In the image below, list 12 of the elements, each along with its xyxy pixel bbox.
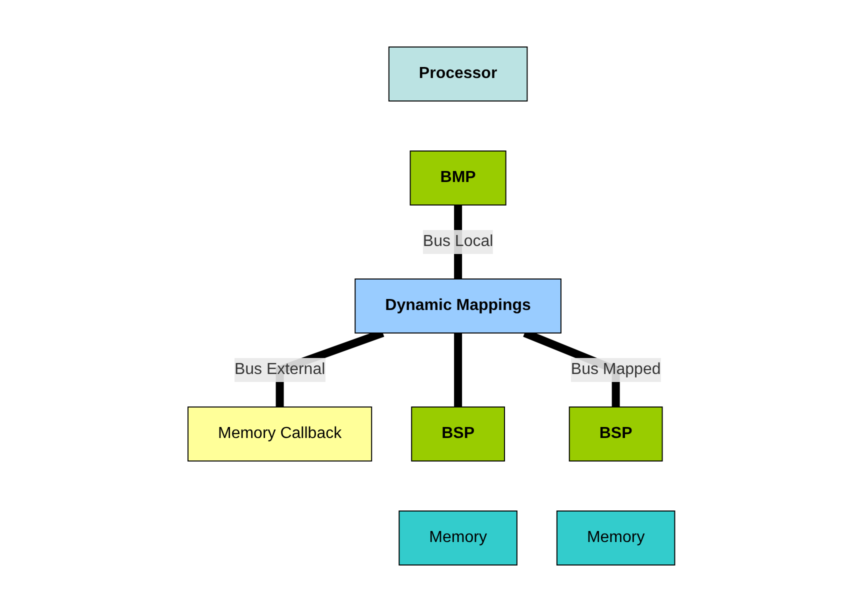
node-box: Memory [556,510,675,566]
node-box: BSP [410,406,505,462]
node-box: BSP [568,406,662,462]
edge-label: Bus Local [422,233,493,250]
node-box: Processor [388,46,528,102]
node-box: Memory Callback [187,406,372,462]
node-box: BMP [409,150,506,206]
node-box: Memory [398,510,518,566]
node-box: Dynamic Mappings [354,278,562,334]
edge-label: Bus External [234,361,325,378]
edge-label: Bus Mapped [570,361,660,378]
connector [454,333,462,407]
